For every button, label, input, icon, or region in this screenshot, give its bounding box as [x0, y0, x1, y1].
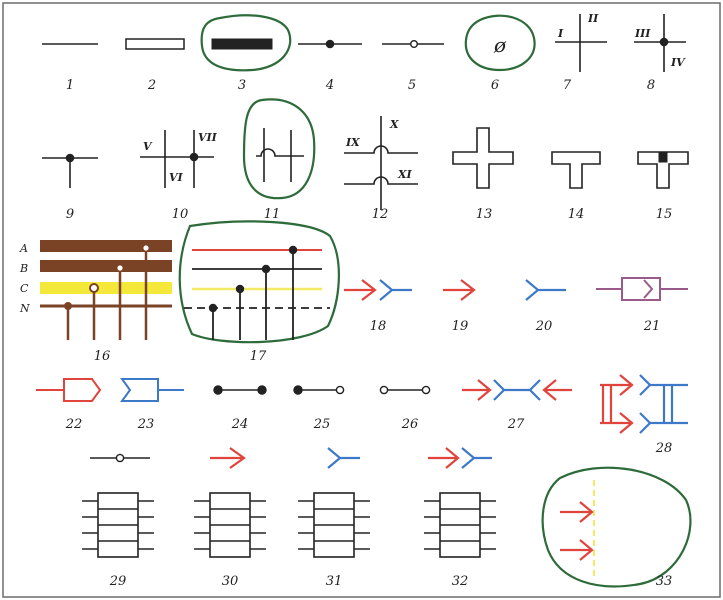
symbol-number: 8 — [647, 78, 655, 93]
symbol-number: 19 — [452, 319, 469, 334]
symbol-number: 23 — [137, 417, 155, 432]
symbol-number: 1 — [66, 78, 74, 93]
symbol-number: 28 — [655, 441, 673, 456]
symbol-number: 7 — [563, 78, 572, 93]
symbol-8: III IV 8 — [634, 14, 686, 93]
highlight-ring — [200, 14, 292, 72]
bus-label: N — [19, 302, 30, 315]
crossing-label: VII — [198, 131, 218, 144]
symbol-27: 27 — [462, 379, 572, 432]
symbol-4: 4 — [298, 39, 362, 93]
symbol-number: 5 — [408, 78, 416, 93]
symbol-number: 20 — [535, 319, 553, 334]
symbol-5: 5 — [382, 40, 444, 93]
symbol-number: 14 — [568, 207, 585, 222]
symbol-number: 29 — [109, 574, 127, 589]
symbol-number: 10 — [172, 207, 189, 222]
highlight-ring — [541, 466, 692, 588]
symbol-26: 26 — [379, 385, 431, 432]
symbol-number: 6 — [491, 78, 499, 93]
crossing-label: XI — [397, 168, 413, 181]
symbol-6: ø 6 — [464, 14, 536, 93]
symbol-number: 22 — [65, 417, 83, 432]
highlight-ring — [464, 14, 536, 72]
symbol-number: 24 — [231, 417, 249, 432]
symbol-number: 33 — [656, 574, 673, 589]
symbol-number: 13 — [476, 207, 493, 222]
symbol-number: 16 — [94, 349, 111, 364]
symbol-17: 17 — [178, 220, 340, 364]
bus-label: C — [20, 282, 29, 295]
symbol-3: 3 — [200, 14, 292, 93]
diameter-symbol: ø — [493, 33, 507, 57]
symbol-31: 31 — [297, 447, 371, 589]
symbol-number: 4 — [325, 78, 334, 93]
symbol-15: 15 — [637, 151, 689, 222]
symbol-9: 9 — [42, 153, 98, 222]
symbol-number: 18 — [370, 319, 387, 334]
symbol-number: 25 — [313, 417, 331, 432]
symbol-number: 12 — [372, 207, 389, 222]
symbol-10: V VII VI 10 — [140, 130, 218, 222]
symbol-number: 27 — [507, 417, 525, 432]
symbol-number: 3 — [238, 78, 246, 93]
crossing-label: IX — [345, 136, 360, 149]
crossing-label: V — [143, 140, 153, 153]
symbol-number: 11 — [264, 207, 281, 222]
bus-label: B — [19, 262, 28, 275]
symbol-16: A B C N 16 — [19, 240, 172, 364]
symbol-23: 23 — [120, 378, 184, 432]
symbol-32: 32 — [423, 447, 497, 589]
symbol-21: 21 — [596, 277, 688, 334]
crossing-label: III — [634, 27, 651, 40]
crossing-label: II — [587, 12, 599, 25]
symbol-12: IX X XI 12 — [344, 116, 418, 222]
symbol-7: I II 7 — [555, 12, 607, 93]
symbol-33: 33 — [541, 466, 692, 589]
symbol-18: 18 — [344, 279, 412, 334]
symbol-number: 31 — [326, 574, 343, 589]
symbol-number: 32 — [452, 574, 469, 589]
symbol-number: 15 — [656, 207, 673, 222]
symbol-14: 14 — [551, 151, 601, 222]
highlight-ring — [242, 98, 316, 200]
symbol-28: 28 — [600, 374, 688, 456]
symbol-2: 2 — [125, 38, 185, 93]
symbol-19: 19 — [443, 279, 476, 334]
symbol-number: 26 — [401, 417, 419, 432]
symbol-number: 2 — [147, 78, 156, 93]
symbol-number: 9 — [66, 207, 74, 222]
symbol-29: 29 — [81, 453, 155, 589]
crossing-label: VI — [169, 171, 184, 184]
highlight-ring — [178, 220, 340, 344]
symbol-20: 20 — [525, 279, 566, 334]
symbol-13: 13 — [452, 127, 514, 222]
symbol-number: 30 — [222, 574, 239, 589]
symbol-11: 11 — [242, 98, 316, 222]
symbol-22: 22 — [36, 378, 102, 432]
symbol-30: 30 — [193, 447, 267, 589]
crossing-label: I — [557, 27, 564, 40]
crossing-label: IV — [670, 56, 686, 69]
symbol-number: 17 — [250, 349, 267, 364]
symbol-25: 25 — [293, 385, 345, 432]
symbol-number: 21 — [643, 319, 661, 334]
bus-label: A — [19, 242, 28, 255]
crossing-label: X — [389, 118, 399, 131]
symbol-24: 24 — [213, 385, 267, 432]
symbol-1: 1 — [42, 43, 98, 93]
